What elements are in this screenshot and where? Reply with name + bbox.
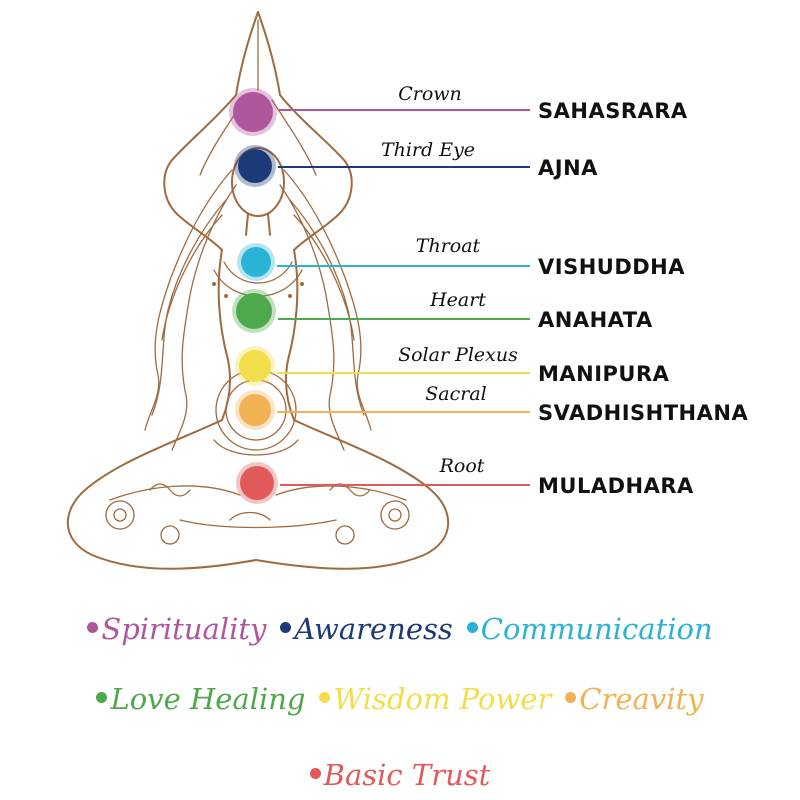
chakra-english-label: Heart [429, 289, 486, 311]
torso-left [217, 249, 231, 421]
hand-outline [257, 11, 281, 96]
chakra-node-sacral [239, 394, 271, 426]
ornament-dot [300, 282, 304, 286]
hair-strand [161, 214, 223, 341]
chakra-english-label: Sacral [425, 383, 486, 405]
chakra-english-label: Root [439, 455, 485, 477]
chakra-sanskrit-label: SAHASRARA [538, 99, 688, 123]
legend-label: Wisdom Power [333, 682, 552, 716]
necklace [223, 261, 293, 284]
legend-dot [309, 768, 321, 779]
chakra-sanskrit-label: VISHUDDHA [538, 255, 685, 279]
right-leg-outline [255, 419, 450, 570]
legend-dot [466, 622, 478, 633]
legend-label: Awareness [294, 612, 453, 646]
left-leg-outline [66, 419, 257, 570]
chakra-english-label: Throat [416, 235, 481, 257]
legend-dot [565, 692, 577, 703]
leg-inner [109, 485, 241, 501]
chakra-node-solar-plexus [239, 350, 271, 382]
legend-item-spirituality: Spirituality [87, 612, 266, 646]
head-outline [231, 147, 285, 217]
hair-strand [171, 184, 237, 451]
hair-strand [279, 184, 345, 451]
hair-strand [144, 169, 233, 431]
legend-label: Spirituality [101, 612, 267, 646]
leg-ornament [380, 500, 410, 530]
leg-inner [275, 485, 407, 501]
leg-inner [179, 519, 337, 529]
legend-item-communication: Communication [466, 612, 713, 646]
legend-item-basic-trust: Basic Trust [309, 758, 491, 792]
left-arm-outline [163, 94, 237, 251]
legend-label: Love Healing [110, 682, 306, 716]
ornament-dot [224, 294, 228, 298]
hair-strand [151, 199, 227, 416]
chakra-node-crown [233, 92, 273, 132]
ornament-dot [212, 282, 216, 286]
legend-label: Basic Trust [323, 758, 491, 792]
legend-item-creavity: Creavity [565, 682, 704, 716]
hair-strand [293, 214, 355, 341]
chakra-node-throat [241, 247, 271, 277]
legend-dot [280, 622, 292, 633]
mandala-arc [213, 439, 299, 456]
chakra-sanskrit-label: AJNA [538, 156, 598, 180]
chakra-sanskrit-label: ANAHATA [538, 308, 653, 332]
neck-outline [245, 213, 271, 236]
legend-row-3: Basic Trust [0, 758, 800, 792]
leg-ornament [105, 500, 135, 530]
legend-row-1: Spirituality Awareness Communication [0, 612, 800, 646]
legend-dot [87, 622, 99, 633]
legend-item-awareness: Awareness [280, 612, 453, 646]
chakra-node-heart [236, 293, 272, 329]
hair-strand [289, 199, 365, 416]
hair-strand [283, 169, 372, 431]
torso-right [285, 249, 299, 421]
chakra-node-third-eye [238, 149, 272, 183]
leg-ornament [388, 508, 402, 522]
ornament-dot [288, 294, 292, 298]
leg-ornament [335, 525, 355, 545]
legend-row-2: Love Healing Wisdom Power Creavity [0, 682, 800, 716]
chakra-node-root [240, 466, 274, 500]
foot-outline [229, 511, 271, 521]
hand-outline [235, 11, 259, 96]
legend-item-love-healing: Love Healing [96, 682, 305, 716]
chakra-english-label: Crown [398, 83, 462, 105]
leg-ornament [160, 525, 180, 545]
leg-ornament [149, 483, 191, 497]
chakra-sanskrit-label: MANIPURA [538, 362, 670, 386]
legend-dot [96, 692, 108, 703]
right-arm-outline [279, 94, 353, 251]
legend-label: Communication [480, 612, 713, 646]
chakra-sanskrit-label: MULADHARA [538, 474, 694, 498]
chakra-sanskrit-label: SVADHISHTHANA [538, 401, 748, 425]
leg-ornament [113, 508, 127, 522]
legend-item-wisdom-power: Wisdom Power [319, 682, 551, 716]
chakra-english-label: Third Eye [381, 139, 475, 161]
legend-label: Creavity [579, 682, 704, 716]
chakra-english-label: Solar Plexus [398, 344, 518, 366]
legend-dot [319, 692, 331, 703]
